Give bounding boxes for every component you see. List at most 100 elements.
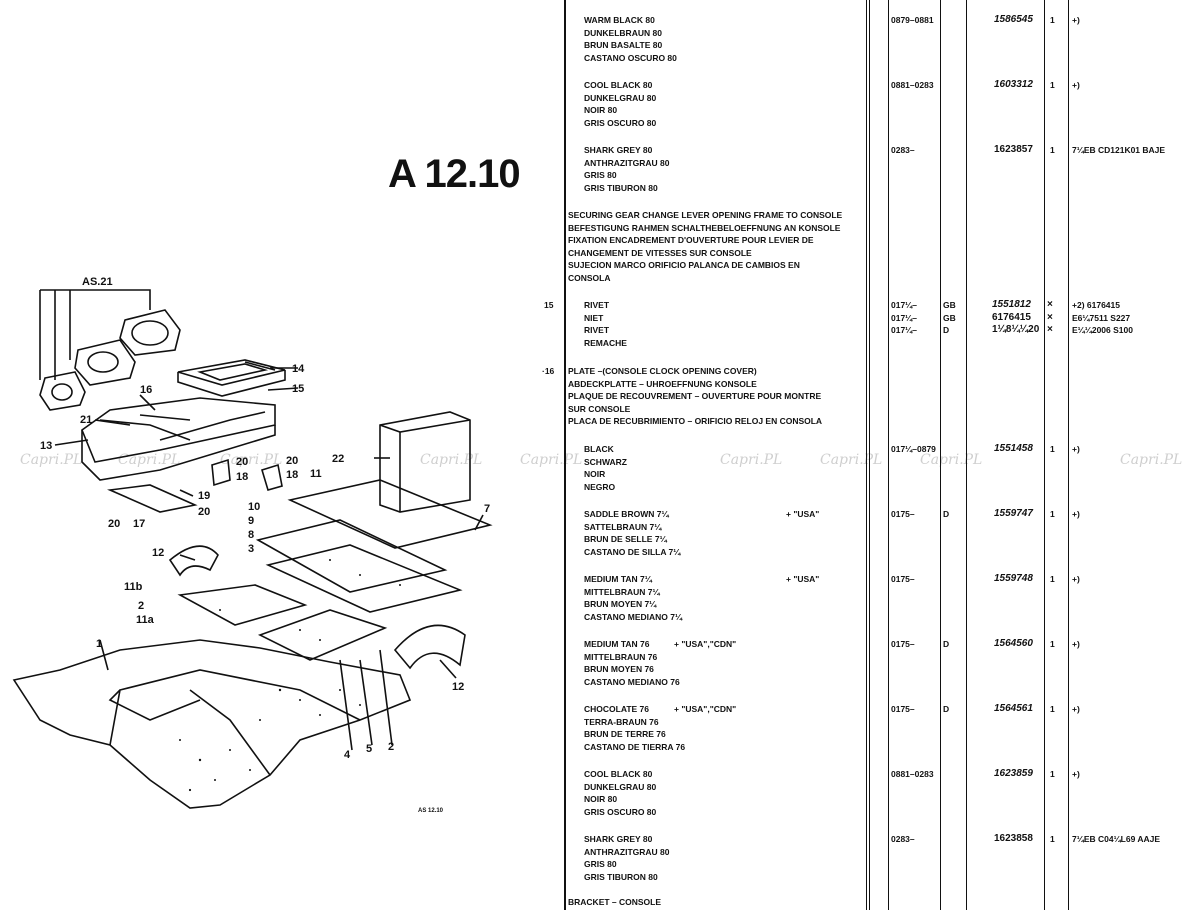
note: +) bbox=[1072, 704, 1080, 714]
diagram-label: 20 bbox=[286, 455, 298, 467]
variant-name: GRIS OSCURO 80 bbox=[584, 117, 657, 128]
country-code: D bbox=[943, 509, 950, 519]
variant-names: COOL BLACK 80 DUNKELGRAU 80 NOIR 80 GRIS… bbox=[584, 768, 656, 818]
description-line: ABDECKPLATTE – UHROEFFNUNG KONSOLE bbox=[568, 378, 757, 389]
variant-name: WARM BLACK 80 bbox=[584, 15, 655, 25]
diagram-label: 3 bbox=[248, 543, 254, 555]
variant-name: SHARK GREY 80 bbox=[584, 145, 653, 155]
variant-names: WARM BLACK 80 DUNKELBRAUN 80 BRUN BASALT… bbox=[584, 14, 677, 64]
watermark: Capri.PL bbox=[1120, 452, 1183, 468]
diagram-label: 11a bbox=[136, 614, 155, 626]
diagram-label: AS.21 bbox=[82, 276, 113, 288]
item-name: RIVET bbox=[584, 300, 610, 310]
quantity: 1 bbox=[1050, 639, 1055, 649]
variant-name: BRUN DE TERRE 76 bbox=[584, 729, 666, 739]
variant-name: BRUN DE SELLE 7¼ bbox=[584, 534, 667, 544]
variant-name: CHOCOLATE 76 bbox=[584, 704, 650, 714]
item-ref-number: ·16 bbox=[542, 366, 555, 376]
part-number: 1559748 bbox=[994, 573, 1033, 584]
variant-name: NOIR bbox=[584, 469, 606, 479]
description-line: PLACA DE RECUBRIMIENTO – ORIFICIO RELOJ … bbox=[568, 416, 823, 426]
part-number: 1559747 bbox=[994, 508, 1033, 519]
variant-name: GRIS 80 bbox=[584, 170, 617, 180]
variant-name: CASTANO DE SILLA 7¼ bbox=[584, 546, 681, 557]
variant-name: MITTELBRAUN 76 bbox=[584, 651, 658, 662]
item-name: RIVET bbox=[584, 325, 610, 335]
note: 7¼EB CD121K01 BAJE bbox=[1072, 145, 1166, 155]
date-range: 0879–0881 bbox=[891, 15, 934, 25]
market: + "USA","CDN" bbox=[674, 639, 737, 649]
diagram-label: 7 bbox=[484, 503, 490, 515]
note: +) bbox=[1072, 509, 1080, 519]
date-range: 0283– bbox=[891, 145, 915, 155]
diagram-label: 2 bbox=[388, 741, 394, 753]
part-number: 1623859 bbox=[994, 768, 1033, 779]
item-name: NIET bbox=[584, 312, 604, 323]
variant-name: CASTANO OSCURO 80 bbox=[584, 52, 677, 63]
variant-name: SATTELBRAUN 7¼ bbox=[584, 521, 662, 532]
country-code: D bbox=[943, 704, 950, 714]
diagram-label: 20 bbox=[108, 518, 120, 530]
variant-names: SHARK GREY 80 ANTHRAZITGRAU 80 GRIS 80 G… bbox=[584, 833, 669, 883]
note: +) bbox=[1072, 15, 1080, 25]
item15-dates: 017¼– 017¼– 017¼– bbox=[891, 299, 917, 337]
date-range: 0881–0283 bbox=[891, 80, 934, 90]
item15-marks: × × × bbox=[1047, 299, 1053, 337]
date-range: 0175– bbox=[891, 639, 915, 649]
item15-parts: 1551812 6176415 1¼8¼¼20 bbox=[992, 299, 1039, 337]
diagram-label: 18 bbox=[236, 471, 248, 483]
description-line: PLAQUE DE RECOUVREMENT – OUVERTURE POUR … bbox=[568, 391, 822, 401]
variant-name: BRUN BASALTE 80 bbox=[584, 40, 663, 50]
part-number: 6176415 bbox=[992, 311, 1031, 323]
item15-notes: +2) 6176415 E6¼7511 S227 E¼¼2006 S100 bbox=[1072, 299, 1133, 337]
variant-name: DUNKELGRAU 80 bbox=[584, 92, 657, 103]
diagram-label: 11b bbox=[124, 581, 143, 593]
variant-name: SADDLE BROWN 7¼ bbox=[584, 509, 669, 519]
variant-name: CASTANO DE TIERRA 76 bbox=[584, 741, 686, 752]
x-mark: × bbox=[1047, 299, 1053, 310]
variant-name: NOIR 80 bbox=[584, 105, 618, 115]
part-number: 1623857 bbox=[994, 144, 1033, 155]
note: +2) 6176415 bbox=[1072, 300, 1120, 310]
diagram-label: 2 bbox=[138, 600, 144, 612]
part-number: 1564561 bbox=[994, 703, 1033, 714]
variant-name: ANTHRAZITGRAU 80 bbox=[584, 157, 670, 168]
quantity: 1 bbox=[1050, 444, 1055, 454]
note: +) bbox=[1072, 80, 1080, 90]
diagram-label: 18 bbox=[286, 469, 298, 481]
date-range: 017¼–0879 bbox=[891, 444, 936, 454]
diagram-label: 22 bbox=[332, 453, 344, 465]
diagram-label: 4 bbox=[344, 749, 351, 761]
variant-names: BLACK SCHWARZ NOIR NEGRO bbox=[584, 443, 627, 493]
quantity: 1 bbox=[1050, 509, 1055, 519]
variant-name: DUNKELGRAU 80 bbox=[584, 781, 657, 792]
variant-name: GRIS TIBURON 80 bbox=[584, 182, 658, 193]
diagram-label: 5 bbox=[366, 743, 372, 755]
note: +) bbox=[1072, 769, 1080, 779]
description-line: SUR CONSOLE bbox=[568, 403, 631, 414]
part-number: 1551812 bbox=[992, 299, 1031, 310]
note: E6¼7511 S227 bbox=[1072, 312, 1131, 323]
item15-codes: GB GB D bbox=[943, 299, 956, 337]
variant-name: NOIR 80 bbox=[584, 794, 618, 804]
variant-name: BRUN MOYEN 7¼ bbox=[584, 599, 657, 609]
note: +) bbox=[1072, 444, 1080, 454]
variant-name: COOL BLACK 80 bbox=[584, 80, 653, 90]
date-range: 0175– bbox=[891, 509, 915, 519]
item15-names: RIVET NIET RIVET REMACHE bbox=[584, 299, 627, 349]
watermark: Capri.PL bbox=[420, 452, 483, 468]
variant-names: SADDLE BROWN 7¼ SATTELBRAUN 7¼ BRUN DE S… bbox=[584, 508, 680, 558]
diagram-label: 20 bbox=[236, 456, 248, 468]
watermark: Capri.PL bbox=[520, 452, 583, 468]
country-code: D bbox=[943, 639, 950, 649]
country-code: GB bbox=[943, 312, 956, 323]
exploded-parts-diagram: AS.21 14 15 16 21 13 20 18 19 20 17 20 2… bbox=[12, 276, 493, 814]
date-range: 017¼– bbox=[891, 312, 917, 323]
diagram-label: 12 bbox=[152, 547, 164, 559]
watermark: Capri.PL bbox=[220, 452, 283, 468]
diagram-stamp: AS 12.10 bbox=[418, 808, 444, 814]
market: + "USA" bbox=[786, 574, 820, 584]
part-number: 1603312 bbox=[994, 79, 1033, 90]
page-title: A 12.10 bbox=[388, 152, 521, 196]
quantity: 1 bbox=[1050, 80, 1055, 90]
